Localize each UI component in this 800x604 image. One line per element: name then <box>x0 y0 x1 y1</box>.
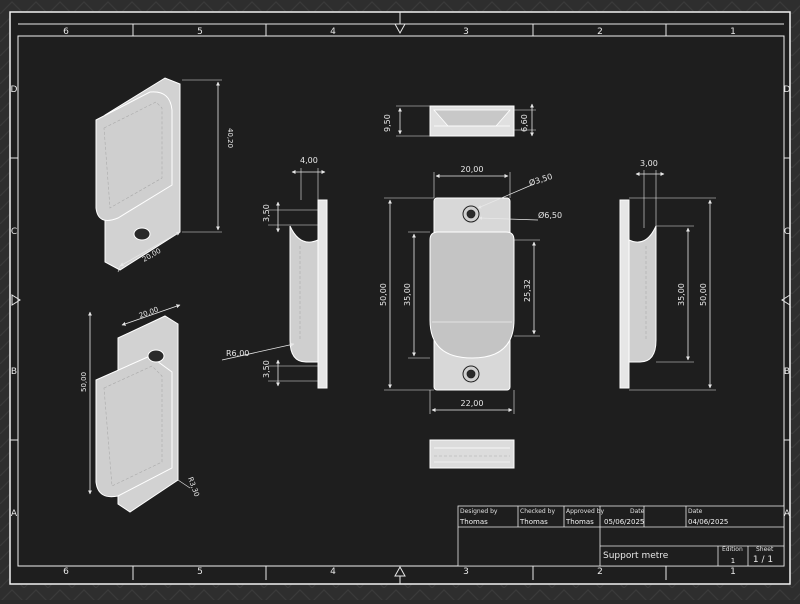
dim-side-thickness: 4,00 <box>300 156 318 165</box>
col-label-top-1: 1 <box>730 27 736 37</box>
approved-by-value: Thomas <box>565 518 594 526</box>
front-view <box>384 172 540 414</box>
bottom-view <box>429 439 515 469</box>
dim-front-height-right: 25,32 <box>523 279 532 302</box>
row-label-right-A: A <box>784 509 791 519</box>
dim-top-depth: 6,60 <box>520 114 529 132</box>
col-label-top-4: 4 <box>330 27 336 37</box>
top-view <box>396 103 536 137</box>
approved-by-label: Approved by <box>566 508 604 515</box>
date1-value: 05/06/2025 <box>604 518 644 526</box>
dim-side-radius: R6,00 <box>226 349 249 358</box>
dim-side-lower-offset: 3,50 <box>262 360 271 378</box>
edition-label: Edition <box>722 546 743 553</box>
sheet-value: 1 / 1 <box>753 555 773 565</box>
dim-front-height-inner: 35,00 <box>403 283 412 306</box>
drawing-title: Support metre <box>603 551 669 561</box>
col-label-bottom-3: 3 <box>463 567 469 577</box>
row-label-left-B: B <box>11 367 17 377</box>
col-label-bottom-1: 1 <box>730 567 736 577</box>
col-label-bottom-4: 4 <box>330 567 336 577</box>
row-label-right-C: C <box>784 227 790 237</box>
col-label-bottom-6: 6 <box>63 567 69 577</box>
col-label-top-6: 6 <box>63 27 69 37</box>
dim-top-height: 9,50 <box>383 114 392 132</box>
isometric-view-top <box>95 77 222 273</box>
row-label-left-D: D <box>11 85 18 95</box>
dim-iso-top-height: 40,20 <box>226 128 234 148</box>
dim-front-width-bottom: 22,00 <box>461 399 484 408</box>
date2-label: Date <box>688 508 703 515</box>
dim-front-hole-large: Ø6,50 <box>538 210 562 220</box>
dim-side-upper-offset: 3,50 <box>262 204 271 222</box>
designed-by-label: Designed by <box>460 508 498 515</box>
left-side-view <box>221 168 328 389</box>
designed-by-value: Thomas <box>459 518 488 526</box>
col-label-top-2: 2 <box>597 27 603 37</box>
mount-hole-icon <box>133 227 151 241</box>
date1-label: Date <box>630 508 645 515</box>
col-label-top-5: 5 <box>197 27 203 37</box>
mount-hole-icon <box>147 349 165 363</box>
date2-value: 04/06/2025 <box>688 518 728 526</box>
checked-by-label: Checked by <box>520 508 555 515</box>
dim-front-width-top: 20,00 <box>461 165 484 174</box>
right-side-view <box>619 170 716 391</box>
centering-marks <box>11 12 791 584</box>
dim-front-height-total: 50,00 <box>379 283 388 306</box>
col-label-top-3: 3 <box>463 27 469 37</box>
row-label-left-A: A <box>11 509 18 519</box>
sheet-label: Sheet <box>756 546 774 553</box>
row-label-right-D: D <box>784 85 791 95</box>
row-label-right-B: B <box>784 367 790 377</box>
row-label-left-C: C <box>11 227 17 237</box>
col-label-bottom-5: 5 <box>197 567 203 577</box>
checked-by-value: Thomas <box>519 518 548 526</box>
dim-right-height-total: 50,00 <box>699 283 708 306</box>
dim-right-thickness: 3,00 <box>640 159 658 168</box>
title-block <box>457 505 785 567</box>
edition-value: 1 <box>731 557 735 565</box>
dim-iso-bottom-height: 50,00 <box>80 372 88 392</box>
dim-right-height-inner: 35,00 <box>677 283 686 306</box>
isometric-view-bottom <box>88 304 191 513</box>
col-label-bottom-2: 2 <box>597 567 603 577</box>
